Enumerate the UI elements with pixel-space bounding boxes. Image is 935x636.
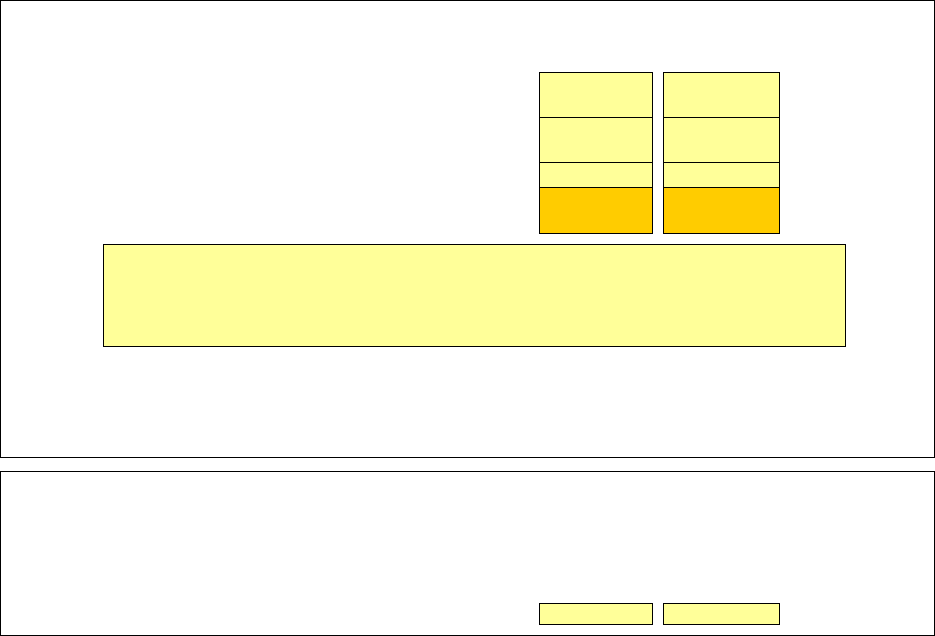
grid-cell-row2-col1[interactable]	[539, 117, 653, 163]
grid-cell-row3-col2[interactable]	[663, 162, 780, 188]
note-text-box[interactable]	[103, 244, 846, 347]
bottom-cell-col2[interactable]	[663, 603, 780, 625]
grid-cell-row1-col1[interactable]	[539, 72, 653, 118]
grid-cell-row2-col2[interactable]	[663, 117, 780, 163]
grid-cell-row3-col1[interactable]	[539, 162, 653, 188]
bottom-cell-col1[interactable]	[539, 603, 653, 625]
bottom-panel	[0, 471, 935, 636]
grid-cell-row1-col2[interactable]	[663, 72, 780, 118]
highlighted-cell-col1[interactable]	[539, 187, 653, 234]
highlighted-cell-col2[interactable]	[663, 187, 780, 234]
top-panel	[0, 0, 935, 458]
